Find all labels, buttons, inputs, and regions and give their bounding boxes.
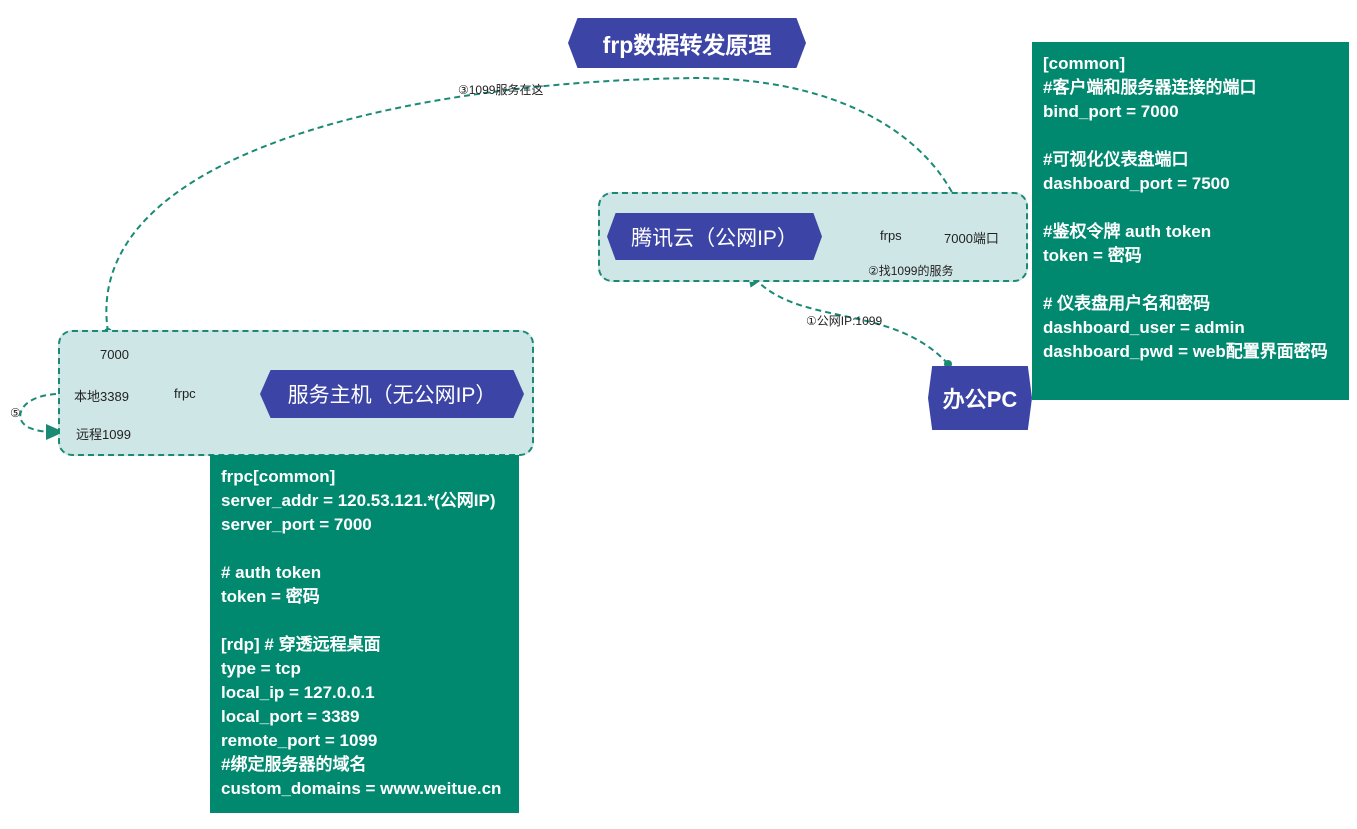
config-line: bind_port = 7000 — [1043, 102, 1179, 121]
office-pc-label: 办公PC — [942, 387, 1018, 412]
config-line — [1043, 196, 1339, 220]
config-line: #客户端和服务器连接的端口 — [1043, 78, 1257, 97]
config-line: dashboard_pwd = web配置界面密码 — [1043, 342, 1328, 361]
office-pc-node: 办公PC — [928, 366, 1032, 430]
config-line: #可视化仪表盘端口 — [1043, 150, 1189, 169]
config-line: token = 密码 — [1043, 246, 1142, 265]
port-7000-label: 7000端口 — [944, 231, 999, 246]
tencent-label: 腾讯云（公网IP） — [631, 226, 798, 250]
frpc-config-note: frpc[common] server_addr = 120.53.121.*(公… — [210, 455, 519, 813]
title-text: frp数据转发原理 — [602, 32, 772, 58]
config-line: server_addr = 120.53.121.*(公网IP) — [221, 491, 496, 510]
tencent-node: 腾讯云（公网IP） — [607, 213, 822, 260]
config-line: # auth token — [221, 563, 322, 582]
host-port-remote-1099: 远程1099 — [76, 427, 131, 442]
config-line: [rdp] # 穿透远程桌面 — [221, 635, 381, 654]
config-line: token = 密码 — [221, 587, 320, 606]
host-port-local-3389: 本地3389 — [74, 389, 129, 404]
config-line — [221, 609, 509, 633]
config-line: local_port = 3389 — [221, 707, 360, 726]
frps-label: frps — [880, 228, 902, 243]
config-line: #绑定服务器的域名 — [221, 755, 367, 774]
config-line — [1043, 268, 1339, 292]
config-line: # 仪表盘用户名和密码 — [1043, 294, 1211, 313]
config-line: server_port = 7000 — [221, 515, 372, 534]
config-line: type = tcp — [221, 659, 301, 678]
config-line — [221, 537, 509, 561]
loop-label: ⑤ — [10, 406, 21, 420]
public-ip-label: ①公网IP:1099 — [806, 314, 883, 328]
config-line: #鉴权令牌 auth token — [1043, 222, 1212, 241]
host-node: 服务主机（无公网IP） — [260, 370, 524, 418]
config-line: dashboard_user = admin — [1043, 318, 1245, 337]
config-line: remote_port = 1099 — [221, 731, 378, 750]
edge-public-ip — [746, 268, 949, 365]
config-line: frpc[common] — [221, 467, 336, 486]
config-line: local_ip = 127.0.0.1 — [221, 683, 375, 702]
edge-service-here — [105, 76, 965, 333]
frpc-label: frpc — [174, 386, 196, 401]
frps-config-note: [common] #客户端和服务器连接的端口 bind_port = 7000 #可视… — [1032, 42, 1349, 400]
config-line: dashboard_port = 7500 — [1043, 174, 1230, 193]
find-service-label: ②找1099的服务 — [868, 264, 954, 278]
service-here-label: ③1099服务在这 — [458, 83, 544, 97]
title-node: frp数据转发原理 — [568, 18, 806, 68]
config-line — [1043, 124, 1339, 148]
config-line: [common] — [1043, 54, 1126, 73]
config-line: custom_domains = www.weitue.cn — [221, 779, 502, 798]
host-label: 服务主机（无公网IP） — [287, 384, 497, 407]
edge-loop — [19, 392, 67, 441]
host-port-7000: 7000 — [100, 347, 129, 362]
